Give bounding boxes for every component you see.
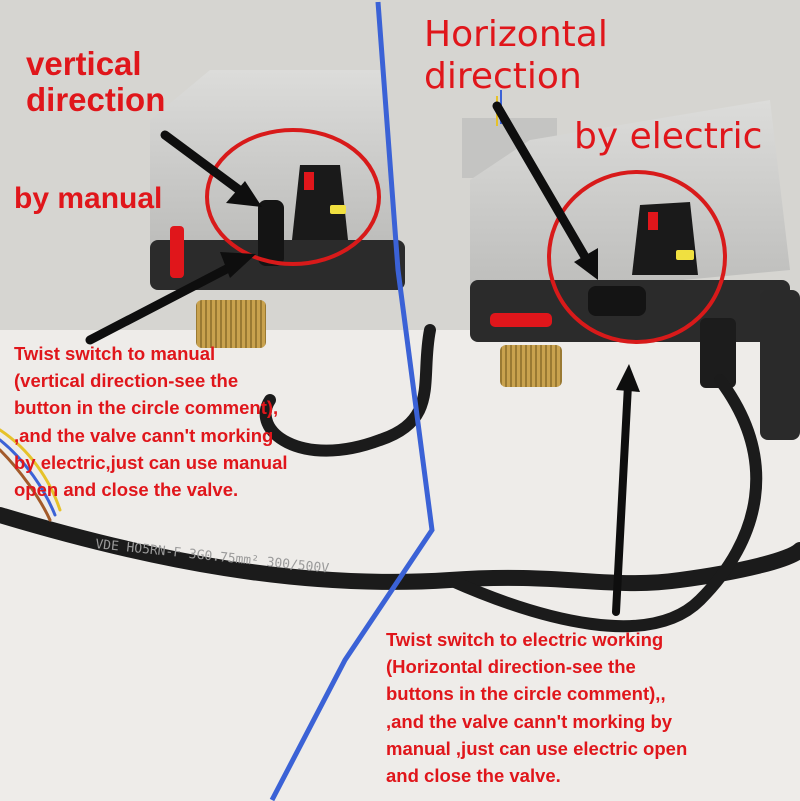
left-label-panel [292,165,348,240]
label-vertical-direction: vertical direction [26,45,166,118]
left-yellow-mark [330,205,346,214]
note-manual-mode: Twist switch to manual (vertical directi… [14,343,288,500]
partial-third-actuator [760,290,800,440]
arrow-vertical-head [226,181,262,207]
left-manual-coupling [196,300,266,348]
arrow-vertical-line [160,130,251,200]
background-cloth [0,330,800,801]
blue-divider-line [269,1,435,801]
left-switch-knob [258,200,284,266]
left-actuator-indicator [170,226,184,278]
right-switch-knob [588,286,646,316]
right-manual-coupling [500,345,562,387]
cables [0,324,800,633]
right-cable-gland [700,318,736,388]
wire-end-brown [0,448,52,522]
right-label-panel [632,202,698,275]
right-highlight-circle [547,170,727,344]
left-actuator-cable [259,324,436,457]
arrows [85,101,640,616]
arrow-manual-line [85,257,245,345]
arrow-electric-head [616,364,640,392]
label-by-electric: by electric [574,116,763,157]
left-highlight-circle [205,128,381,266]
right-actuator-cable [444,374,763,633]
wire-end-blue [0,438,57,517]
wire-end-yellow [0,428,62,512]
left-red-mark [304,172,314,190]
arrow-manual-head [220,252,256,278]
right-actuator-indicator [490,313,552,327]
right-actuator [462,90,800,440]
arrow-horizontal-head [574,248,598,280]
right-red-mark [648,212,658,230]
arrow-electric-line [612,381,632,616]
right-yellow-mark [676,250,694,260]
label-horizontal-direction: Horizontal direction [424,14,608,98]
arrow-horizontal-line [492,101,593,267]
note-electric-mode: Twist switch to electric working (Horizo… [386,629,688,786]
label-by-manual: by manual [14,182,163,215]
